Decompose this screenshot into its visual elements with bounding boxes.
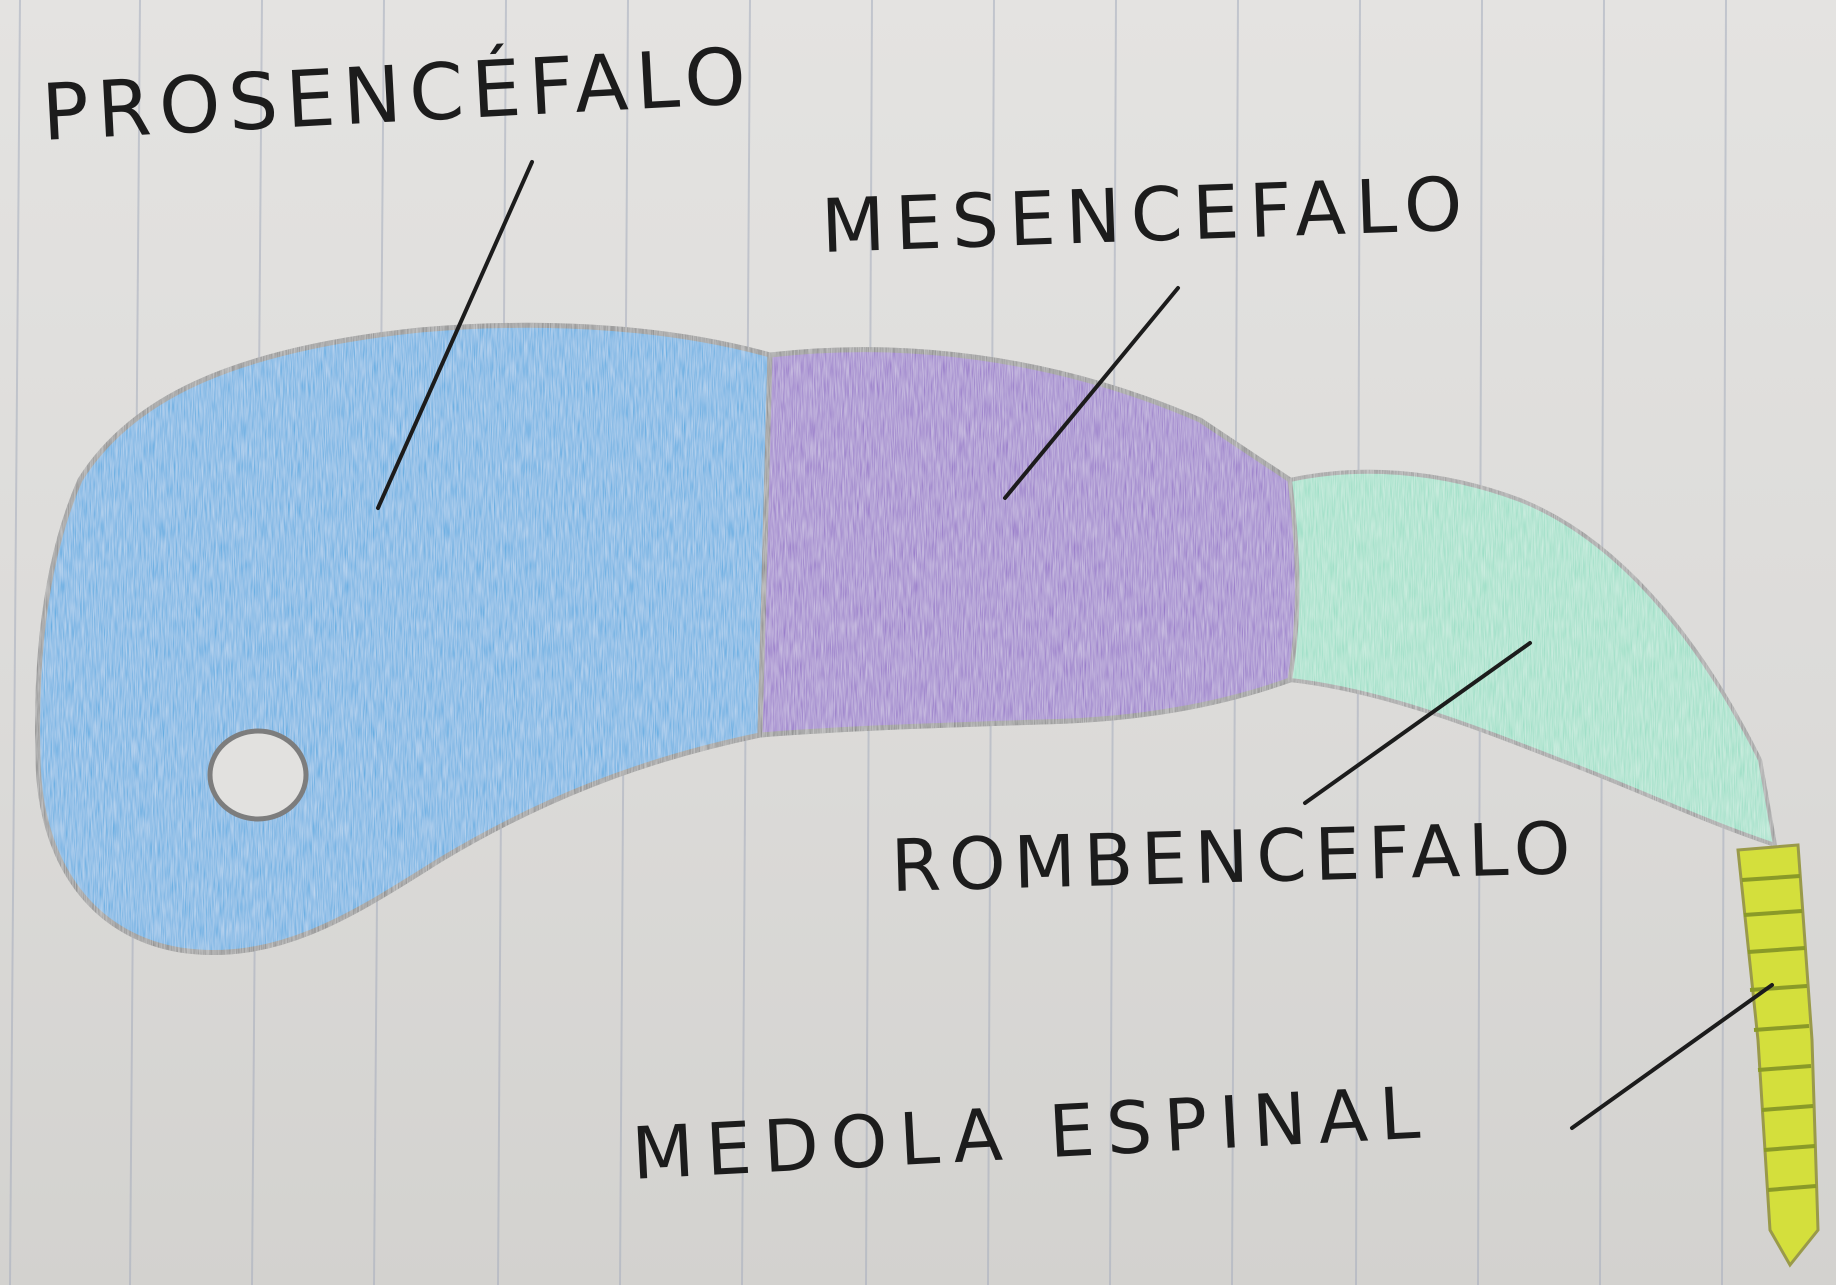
medula-espinal-leader xyxy=(1570,983,1774,1130)
mesencefalo-leader xyxy=(1003,286,1180,500)
prosencefalo-leader xyxy=(376,160,534,510)
prosencefalo-region xyxy=(35,322,773,956)
medula-espinal-stripes xyxy=(1741,874,1817,1192)
rombencefalo-label: ROMBENCEFALO xyxy=(889,806,1580,908)
mesencefalo-region xyxy=(757,347,1300,738)
mesencefalo-label: MESENCEFALO xyxy=(819,161,1474,270)
rombencefalo-leader xyxy=(1303,641,1532,805)
medula-espinal-region xyxy=(1736,843,1820,1268)
hole-circle xyxy=(207,728,309,822)
rombencefalo-region xyxy=(1287,469,1778,848)
